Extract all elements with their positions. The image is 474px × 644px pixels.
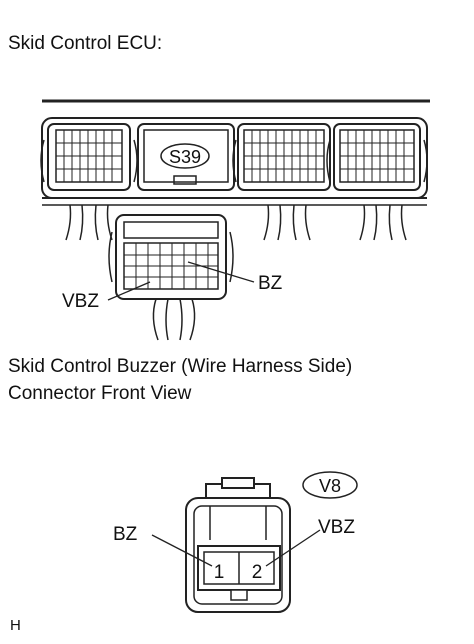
corner-mark: H (10, 617, 21, 634)
bz-leader-line-buzzer (151, 534, 213, 567)
ecu-wire-harnesses (65, 204, 407, 241)
ecu-connector-4 (326, 123, 428, 191)
buzzer-code-badge (302, 471, 358, 499)
ecu-connector-1 (40, 123, 138, 191)
lower-connector-wires (152, 298, 196, 341)
ecu-connector-s39: S39 (137, 123, 235, 191)
connector-code-badge (160, 143, 210, 169)
ecu-pin-label-vbz: VBZ (62, 291, 99, 312)
buzzer-pin-label-vbz: VBZ (318, 517, 355, 538)
buzzer-pin-1: 1 (214, 562, 225, 583)
vbz-leader-line-ecu (107, 281, 151, 301)
bz-leader-line-ecu (187, 261, 255, 283)
buzzer-connector (185, 477, 291, 613)
buzzer-pin-label-bz: BZ (113, 524, 138, 545)
buzzer-caption-line1: Skid Control Buzzer (Wire Harness Side) (8, 356, 352, 377)
page-title: Skid Control ECU: (8, 33, 162, 54)
vbz-leader-line-buzzer (265, 529, 321, 567)
buzzer-caption-line2: Connector Front View (8, 383, 192, 404)
connector-code-s39: S39 (169, 147, 201, 167)
ecu-connector-3 (232, 123, 331, 191)
connector-code-v8: V8 (319, 476, 341, 496)
buzzer-pin-2: 2 (252, 562, 263, 583)
ecu-connector-lower (108, 214, 234, 300)
ecu-pin-label-bz: BZ (258, 273, 283, 294)
